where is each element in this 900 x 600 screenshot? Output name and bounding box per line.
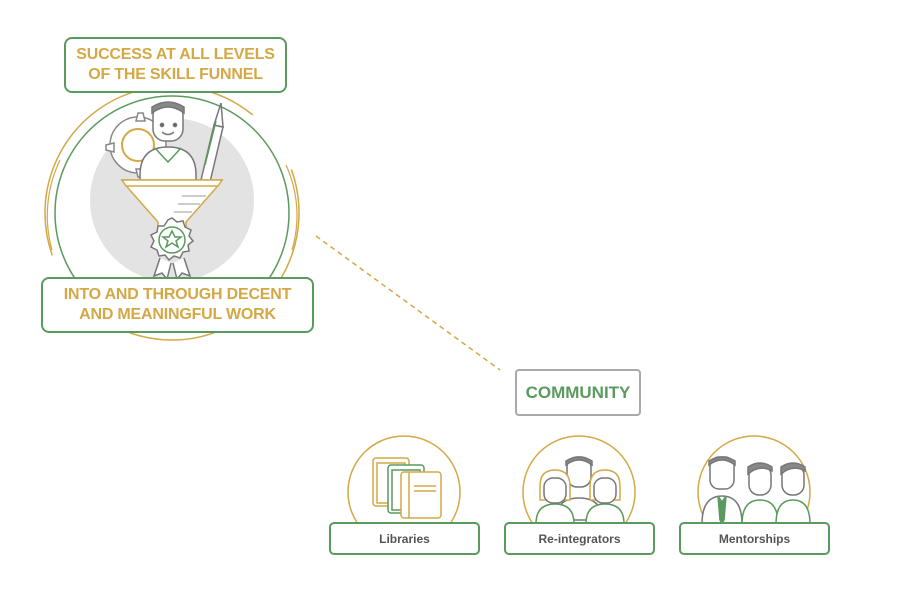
reintegrators-label: Re-integrators: [538, 531, 621, 546]
bottom-label-line1: INTO AND THROUGH DECENT: [63, 286, 292, 303]
community-node: COMMUNITY: [515, 369, 641, 416]
top-label: SUCCESS AT ALL LEVELS OF THE SKILL FUNNE…: [64, 37, 287, 93]
top-label-line1: SUCCESS AT ALL LEVELS: [76, 46, 275, 63]
connector-line: [315, 235, 501, 371]
person-funnel-award-icon: [105, 101, 224, 281]
reintegrators-node: Re-integrators: [504, 522, 655, 555]
mentor-group-icon: [697, 435, 811, 549]
mentorships-node: Mentorships: [679, 522, 830, 555]
group-of-people-icon: [522, 435, 636, 549]
libraries-label: Libraries: [379, 531, 430, 546]
bottom-label: INTO AND THROUGH DECENT AND MEANINGFUL W…: [41, 277, 314, 333]
bottom-label-line2: AND MEANINGFUL WORK: [79, 306, 276, 323]
libraries-node: Libraries: [329, 522, 480, 555]
mentorships-label: Mentorships: [718, 531, 791, 546]
community-label: COMMUNITY: [525, 382, 631, 402]
books-icon: [347, 435, 461, 549]
top-label-line2: OF THE SKILL FUNNEL: [88, 66, 263, 83]
